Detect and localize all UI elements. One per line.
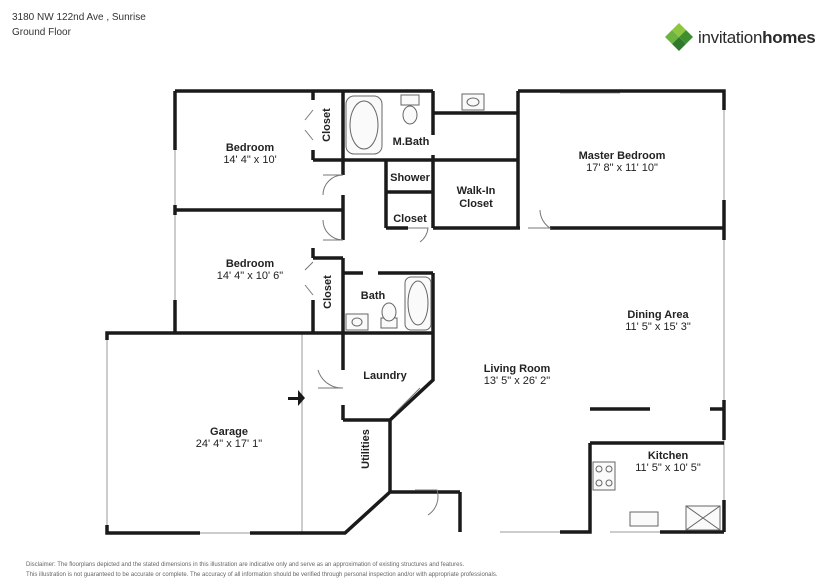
closet-2-label: Closet bbox=[322, 275, 334, 309]
disclaimer-line-1: Disclaimer: The floorplans depicted and … bbox=[26, 562, 465, 568]
brand-name-bold: homes bbox=[762, 28, 816, 47]
bedroom-1-dimensions: 14' 4" x 10' bbox=[223, 154, 276, 166]
bath-label: Bath bbox=[361, 290, 386, 302]
living-room-name: Living Room bbox=[484, 363, 551, 375]
closet-1-label: Closet bbox=[321, 108, 333, 142]
garage-name: Garage bbox=[210, 426, 248, 438]
disclaimer-line-2: This illustration is not guaranteed to b… bbox=[26, 572, 498, 578]
kitchen-dimensions: 11' 5" x 10' 5" bbox=[635, 462, 701, 474]
property-address: 3180 NW 122nd Ave , Sunrise bbox=[12, 12, 146, 23]
utilities-label: Utilities bbox=[360, 429, 372, 469]
kitchen-name: Kitchen bbox=[648, 450, 689, 462]
dining-area-name: Dining Area bbox=[627, 309, 689, 321]
master-bedroom-name: Master Bedroom bbox=[579, 150, 666, 162]
bedroom-1-name: Bedroom bbox=[226, 142, 275, 154]
dining-area-dimensions: 11' 5" x 15' 3" bbox=[625, 321, 691, 333]
laundry-label: Laundry bbox=[363, 370, 407, 382]
shower-label: Shower bbox=[390, 172, 430, 184]
garage-dimensions: 24' 4" x 17' 1" bbox=[196, 438, 263, 450]
brand-name-light: invitation bbox=[698, 28, 763, 47]
walk-in-closet-label-line2: Closet bbox=[459, 198, 493, 210]
bedroom-2-dimensions: 14' 4" x 10' 6" bbox=[217, 270, 284, 282]
walk-in-closet-label-line1: Walk-In bbox=[457, 185, 496, 197]
floor-label: Ground Floor bbox=[12, 27, 71, 38]
invitation-homes-logo-icon bbox=[665, 23, 693, 51]
brand-name: invitationhomes bbox=[698, 28, 816, 48]
living-room-dimensions: 13' 5" x 26' 2" bbox=[484, 375, 551, 387]
master-bedroom-dimensions: 17' 8" x 11' 10" bbox=[586, 162, 658, 174]
bedroom-2-name: Bedroom bbox=[226, 258, 275, 270]
master-bath-label: M.Bath bbox=[393, 136, 430, 148]
closet-3-label: Closet bbox=[393, 213, 427, 225]
